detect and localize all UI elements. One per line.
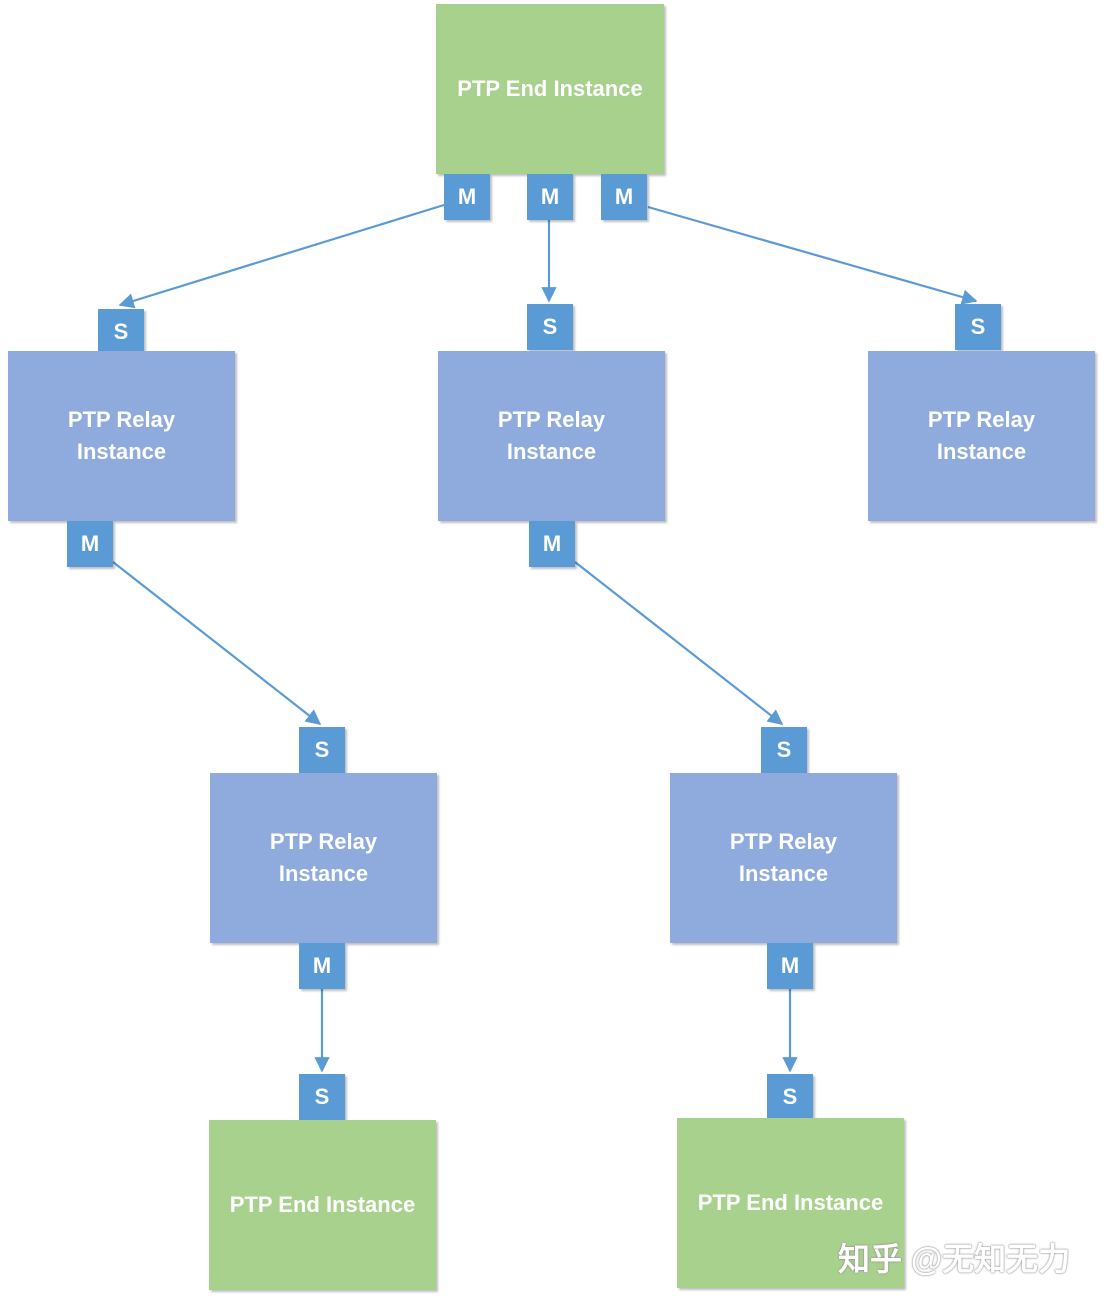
watermark: 知乎 @无知无力 [838,1241,1071,1277]
relay-lower-left-instance: PTP Relay Instance [210,773,437,943]
relay-lower-left-label: PTP Relay Instance [269,829,378,886]
relay-left-master-port: M [67,521,113,567]
root-master-port-middle: M [527,174,573,220]
relay-right-slave-port: S [955,304,1001,350]
end-bottom-left-slave-port: S [299,1074,345,1120]
root-master-port-right: M [601,174,647,220]
relay-middle-slave-port: S [527,304,573,350]
relay-middle-instance: PTP Relay Instance [438,351,665,521]
relay-left-instance: PTP Relay Instance [8,351,235,521]
relay-middle-label: PTP Relay Instance [497,407,606,464]
arrow-relay-left-to-lower-left [112,561,322,725]
relay-right-instance: PTP Relay Instance [868,351,1095,521]
relay-lower-right-label: PTP Relay Instance [729,829,838,886]
arrow-root-to-relay-right [647,205,978,305]
end-bottom-left-instance: PTP End Instance [209,1120,436,1290]
end-bottom-right-label: PTP End Instance [697,1190,884,1215]
relay-middle-master-port: M [529,521,575,567]
root-label: PTP End Instance [457,76,643,101]
relay-lower-right-instance: PTP Relay Instance [670,773,897,943]
arrow-relay-middle-to-lower-right [574,561,784,725]
end-bottom-right-slave-port: S [767,1074,813,1120]
root-master-port-left: M [444,174,490,220]
relay-lower-left-slave-port: S [299,727,345,773]
relay-right-label: PTP Relay Instance [927,407,1036,464]
relay-lower-right-master-port: M [767,943,813,989]
end-bottom-left-label: PTP End Instance [229,1192,416,1217]
root-ptp-end-instance: PTP End Instance [436,4,664,174]
relay-left-label: PTP Relay Instance [67,407,176,464]
relay-left-slave-port: S [98,309,144,355]
end-bottom-right-instance: PTP End Instance [677,1118,904,1288]
relay-lower-right-slave-port: S [761,727,807,773]
relay-lower-left-master-port: M [299,943,345,989]
arrow-root-to-relay-left [118,203,445,309]
